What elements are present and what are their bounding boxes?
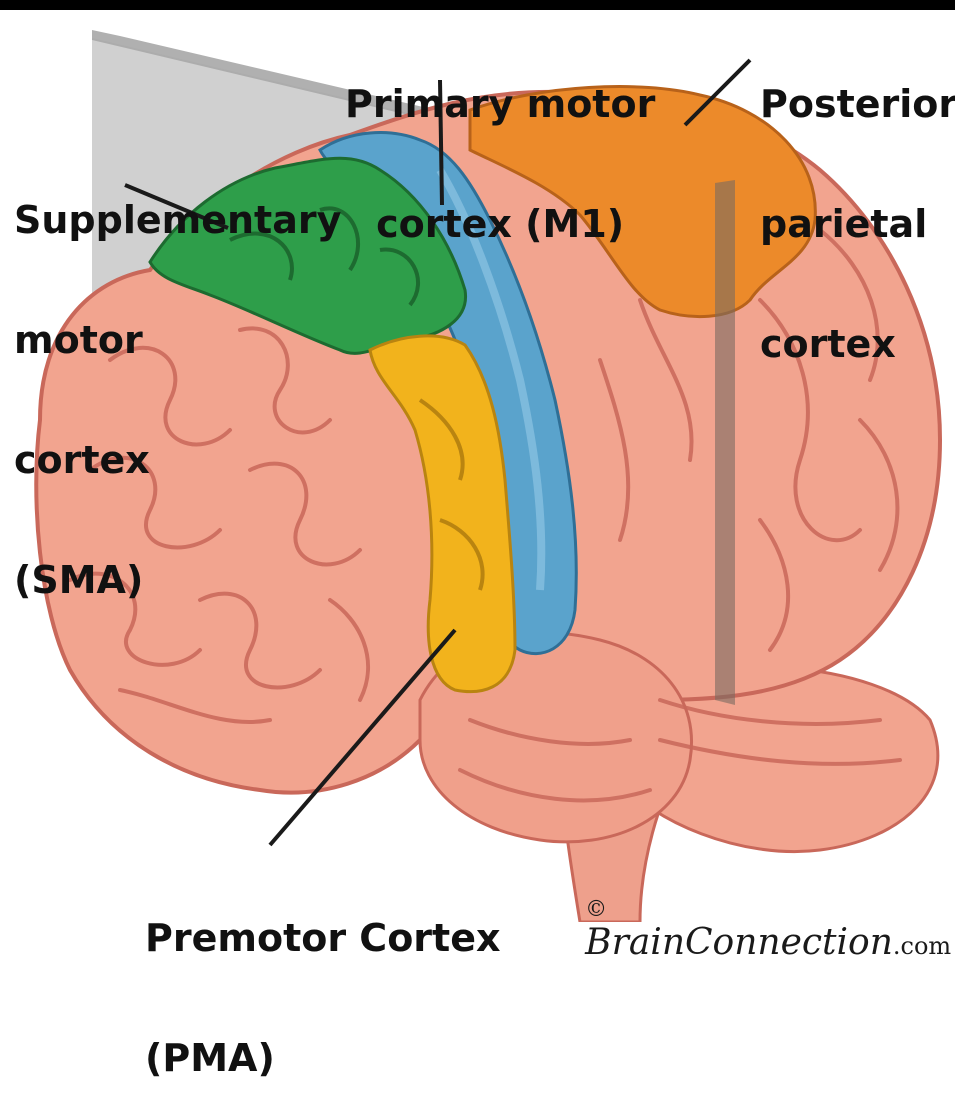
sma-label: Supplementary motor cortex (SMA)	[14, 120, 341, 640]
m1-label-line2: cortex (M1)	[345, 204, 655, 244]
credit-suffix: .com	[893, 932, 951, 960]
pma-label-line2: (PMA)	[145, 1038, 501, 1078]
plane-edge	[715, 180, 735, 705]
ppc-label: Posterior parietal cortex	[760, 4, 955, 404]
credit: © BrainConnection.com	[575, 878, 951, 963]
credit-brand: BrainConnection	[585, 922, 893, 963]
pma-label-line1: Premotor Cortex	[145, 918, 501, 958]
ppc-label-line3: cortex	[760, 324, 955, 364]
sma-label-line2: motor	[14, 320, 341, 360]
sma-label-line1: Supplementary	[14, 200, 341, 240]
m1-label: Primary motor cortex (M1)	[345, 4, 655, 284]
copyright-symbol: ©	[585, 897, 607, 922]
pma-label: Premotor Cortex (PMA)	[145, 838, 501, 1118]
ppc-label-line2: parietal	[760, 204, 955, 244]
m1-label-line1: Primary motor	[345, 84, 655, 124]
sma-label-line4: (SMA)	[14, 560, 341, 600]
ppc-label-line1: Posterior	[760, 84, 955, 124]
sma-label-line3: cortex	[14, 440, 341, 480]
